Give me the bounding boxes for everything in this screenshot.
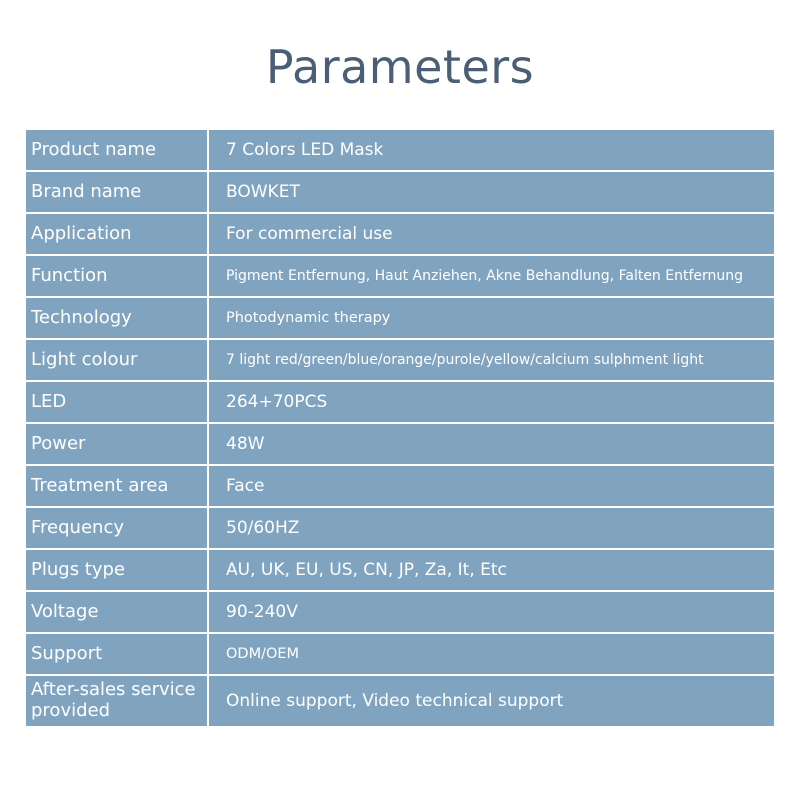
row-value: Pigment Entfernung, Haut Anziehen, Akne … — [226, 268, 744, 284]
table-row: Frequency 50/60HZ — [26, 508, 774, 548]
column-divider — [207, 676, 209, 726]
row-label: LED — [31, 390, 67, 412]
table-row: Treatment area Face — [26, 466, 774, 506]
row-label: Light colour — [31, 348, 138, 370]
column-divider — [207, 256, 209, 296]
row-label: Frequency — [31, 516, 124, 538]
column-divider — [207, 592, 209, 632]
row-label: Voltage — [31, 600, 99, 622]
table-row: LED 264+70PCS — [26, 382, 774, 422]
column-divider — [207, 340, 209, 380]
table-row: After-sales service provided Online supp… — [26, 676, 774, 726]
column-divider — [207, 172, 209, 212]
row-label: Function — [31, 264, 108, 286]
table-row: Voltage 90-240V — [26, 592, 774, 632]
row-value: ODM/OEM — [226, 646, 300, 662]
table-row: Technology Photodynamic therapy — [26, 298, 774, 338]
column-divider — [207, 424, 209, 464]
row-value: 7 Colors LED Mask — [226, 140, 384, 160]
row-value: 264+70PCS — [226, 392, 328, 412]
row-value: AU, UK, EU, US, CN, JP, Za, It, Etc — [226, 560, 507, 580]
column-divider — [207, 466, 209, 506]
row-value: Online support, Video technical support — [226, 691, 564, 711]
row-value: 90-240V — [226, 602, 298, 622]
row-label: Application — [31, 222, 132, 244]
table-row: Power 48W — [26, 424, 774, 464]
table-row: Application For commercial use — [26, 214, 774, 254]
column-divider — [207, 550, 209, 590]
table-row: Plugs type AU, UK, EU, US, CN, JP, Za, I… — [26, 550, 774, 590]
row-value: 50/60HZ — [226, 518, 300, 538]
column-divider — [207, 634, 209, 674]
column-divider — [207, 214, 209, 254]
table-row: Light colour 7 light red/green/blue/oran… — [26, 340, 774, 380]
row-label: Treatment area — [31, 474, 169, 496]
row-value: 7 light red/green/blue/orange/purole/yel… — [226, 352, 704, 368]
row-value: Photodynamic therapy — [226, 310, 391, 326]
row-label: Product name — [31, 138, 157, 160]
column-divider — [207, 130, 209, 170]
row-label: Support — [31, 642, 103, 664]
row-value: For commercial use — [226, 224, 393, 244]
row-label: Brand name — [31, 180, 142, 202]
row-value: Face — [226, 476, 265, 496]
page-title: Parameters — [265, 40, 535, 94]
table-row: Function Pigment Entfernung, Haut Anzieh… — [26, 256, 774, 296]
row-label: After-sales service provided — [31, 679, 196, 721]
row-value: BOWKET — [226, 182, 300, 202]
column-divider — [207, 382, 209, 422]
column-divider — [207, 508, 209, 548]
table-row: Support ODM/OEM — [26, 634, 774, 674]
row-label: Power — [31, 432, 86, 454]
column-divider — [207, 298, 209, 338]
parameters-table: Product name 7 Colors LED Mask Brand nam… — [26, 130, 774, 728]
row-label: Technology — [31, 306, 132, 328]
table-row: Product name 7 Colors LED Mask — [26, 130, 774, 170]
row-label: Plugs type — [31, 558, 125, 580]
row-value: 48W — [226, 434, 265, 454]
table-row: Brand name BOWKET — [26, 172, 774, 212]
